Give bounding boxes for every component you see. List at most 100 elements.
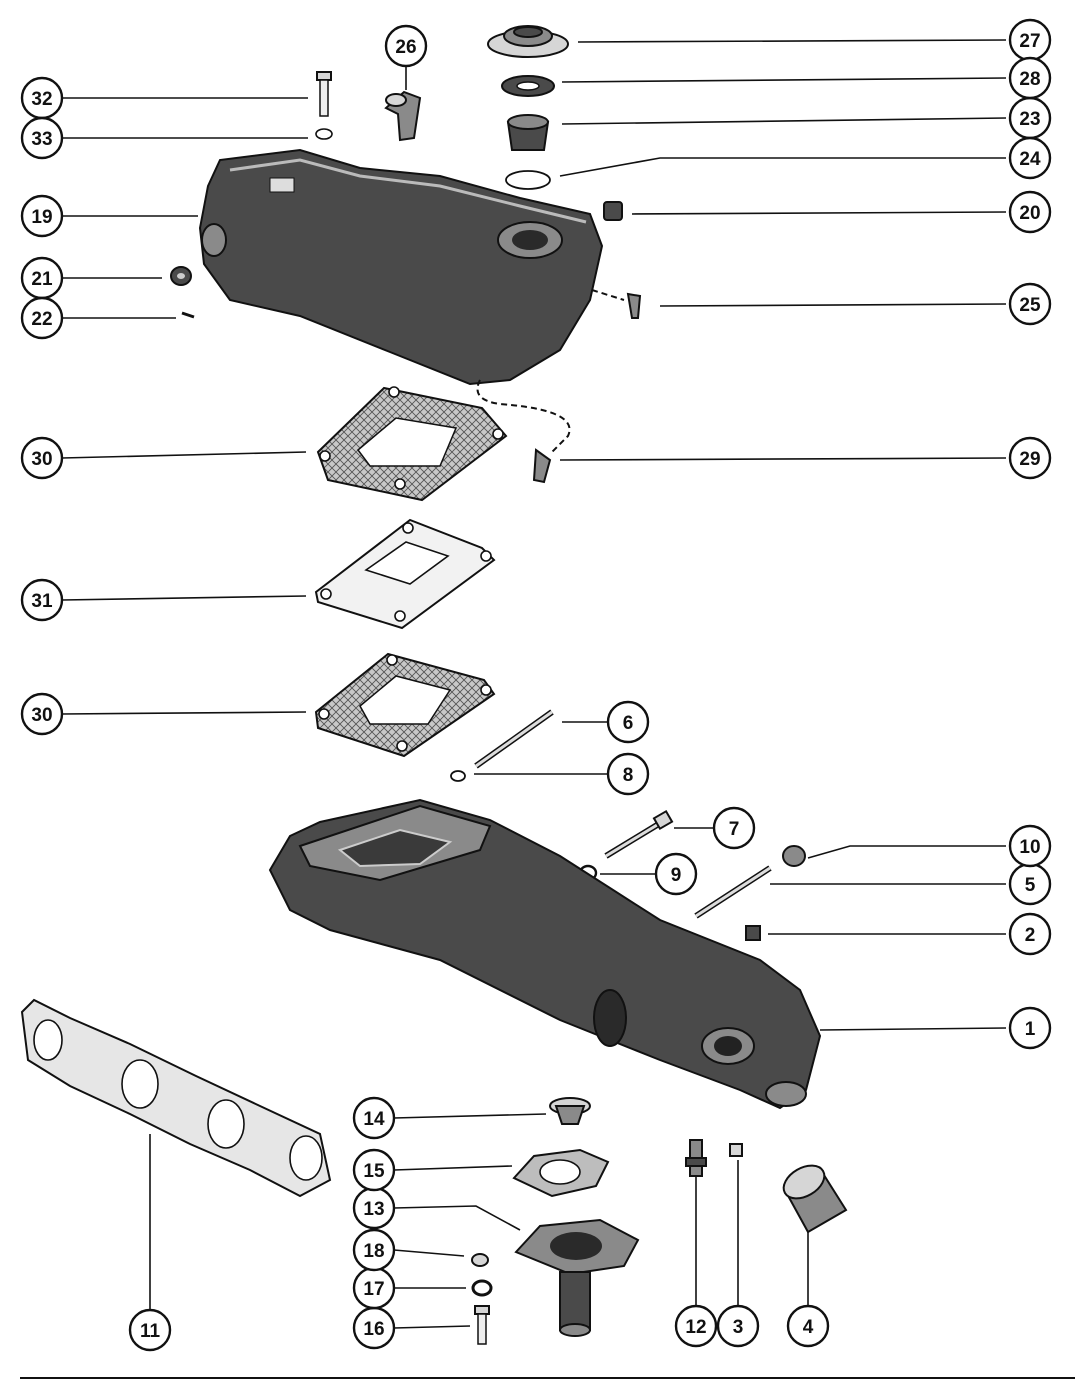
part-20-pipe-plug (603, 201, 623, 221)
callout-2: 2 (1008, 912, 1052, 956)
part-17-lockwasher (471, 1279, 493, 1297)
svg-text:15: 15 (363, 1161, 385, 1182)
part-28-seal-ring (501, 75, 555, 97)
svg-text:31: 31 (31, 591, 53, 612)
part-12-drain-fitting (685, 1139, 707, 1177)
part-4-hose-connector (782, 1164, 848, 1234)
callout-14: 14 (352, 1096, 396, 1140)
dashed-connector-29 (476, 379, 571, 453)
callout-5: 5 (1008, 862, 1052, 906)
part-2-plug (745, 925, 761, 941)
callout-33: 33 (20, 116, 64, 160)
part-16-bolt (474, 1305, 490, 1345)
svg-text:26: 26 (395, 37, 416, 58)
callout-3: 3 (716, 1304, 760, 1348)
callout-10: 10 (1008, 824, 1052, 868)
part-22-screw (181, 311, 195, 319)
part-29-fitting (532, 448, 552, 484)
callout-24: 24 (1008, 136, 1052, 180)
svg-text:6: 6 (623, 713, 634, 734)
callout-30-lower: 30 (20, 692, 64, 736)
part-26-elbow-fitting (384, 90, 422, 142)
svg-text:2: 2 (1025, 925, 1036, 946)
svg-text:8: 8 (623, 765, 634, 786)
svg-text:20: 20 (1019, 203, 1040, 224)
callout-19: 19 (20, 194, 64, 238)
svg-text:30: 30 (31, 449, 52, 470)
callout-27: 27 (1008, 18, 1052, 62)
svg-text:12: 12 (685, 1317, 706, 1338)
part-23-filler-neck (506, 114, 550, 151)
dashed-connector-25 (591, 289, 625, 301)
svg-text:27: 27 (1019, 31, 1040, 52)
callout-1: 1 (1008, 1006, 1052, 1050)
callout-15: 15 (352, 1148, 396, 1192)
svg-text:32: 32 (31, 89, 52, 110)
svg-text:11: 11 (140, 1321, 161, 1342)
part-19-exhaust-elbow (198, 148, 604, 386)
callout-32: 32 (20, 76, 64, 120)
part-27-pressure-cap (487, 25, 569, 58)
svg-text:23: 23 (1019, 109, 1040, 130)
callout-22: 22 (20, 296, 64, 340)
part-14-thermostat (549, 1097, 591, 1125)
callout-18: 18 (352, 1228, 396, 1272)
svg-text:16: 16 (363, 1319, 384, 1340)
svg-text:5: 5 (1025, 875, 1036, 896)
part-10-plug (782, 845, 806, 867)
svg-text:22: 22 (31, 309, 52, 330)
svg-text:18: 18 (363, 1241, 384, 1262)
svg-text:25: 25 (1019, 295, 1041, 316)
part-30-lower-gasket (314, 652, 496, 758)
part-11-manifold-gasket (20, 998, 332, 1198)
part-15-thermostat-gasket (512, 1148, 610, 1198)
part-30-upper-gasket (316, 386, 508, 502)
svg-text:9: 9 (671, 865, 682, 886)
callout-29: 29 (1008, 436, 1052, 480)
svg-text:29: 29 (1019, 449, 1040, 470)
svg-text:1: 1 (1025, 1019, 1036, 1040)
callout-31: 31 (20, 578, 64, 622)
svg-text:3: 3 (733, 1317, 744, 1338)
part-5-stud (694, 865, 772, 919)
callout-9: 9 (654, 852, 698, 896)
svg-text:13: 13 (363, 1199, 384, 1220)
part-13-thermostat-housing (514, 1218, 640, 1337)
callout-25: 25 (1008, 282, 1052, 326)
callout-4: 4 (786, 1304, 830, 1348)
callout-8: 8 (606, 752, 650, 796)
callout-28: 28 (1008, 56, 1052, 100)
svg-text:30: 30 (31, 705, 52, 726)
part-7-bolt (604, 809, 674, 859)
callout-13: 13 (352, 1186, 396, 1230)
svg-text:24: 24 (1019, 149, 1041, 170)
callout-11: 11 (128, 1308, 172, 1352)
part-18-washer (471, 1253, 489, 1267)
callout-12: 12 (674, 1304, 718, 1348)
callout-17: 17 (352, 1266, 396, 1310)
svg-text:21: 21 (31, 269, 53, 290)
callout-23: 23 (1008, 96, 1052, 140)
callout-7: 7 (712, 806, 756, 850)
leader-lines (61, 39, 1007, 1329)
part-1-exhaust-manifold (268, 798, 822, 1110)
svg-text:10: 10 (1019, 837, 1040, 858)
part-8-washer (450, 770, 466, 782)
callout-16: 16 (352, 1306, 396, 1350)
part-6-stud (474, 709, 554, 769)
svg-text:4: 4 (803, 1317, 814, 1338)
svg-text:33: 33 (31, 129, 52, 150)
callout-6: 6 (606, 700, 650, 744)
svg-text:14: 14 (363, 1109, 385, 1130)
callout-30-upper: 30 (20, 436, 64, 480)
part-3-plug (729, 1143, 743, 1157)
callout-26: 26 (384, 24, 428, 68)
part-24-o-ring (505, 170, 551, 190)
svg-text:17: 17 (363, 1279, 384, 1300)
part-33-washer (315, 128, 333, 140)
svg-text:7: 7 (729, 819, 740, 840)
part-21-nut (170, 266, 192, 286)
svg-text:28: 28 (1019, 69, 1040, 90)
part-32-screw (316, 71, 332, 117)
